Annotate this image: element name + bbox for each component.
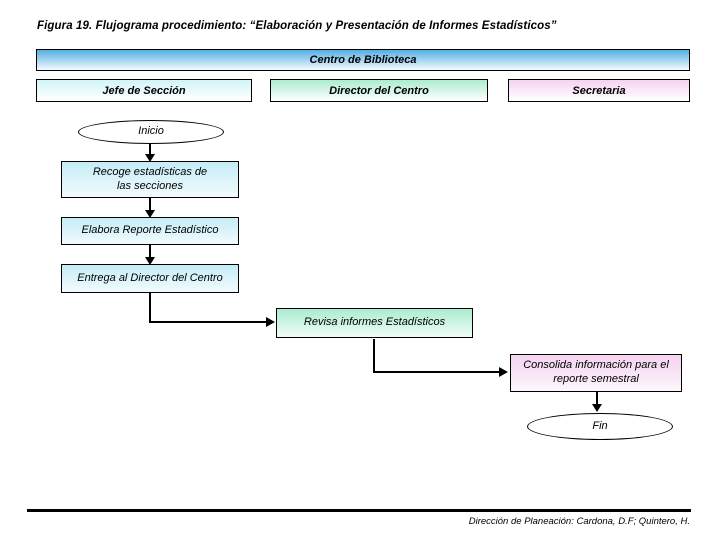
- org-header-bar: Centro de Biblioteca: [36, 49, 690, 71]
- org-header-label: Centro de Biblioteca: [309, 54, 417, 66]
- column-header-director-del-centro: Director del Centro: [270, 79, 488, 102]
- flow-node-label: Elabora Reporte Estadístico: [81, 224, 219, 237]
- column-header-secretaria: Secretaria: [508, 79, 690, 102]
- column-header-label: Secretaria: [572, 84, 626, 97]
- footer-credit: Dirección de Planeación: Cardona, D.F; Q…: [468, 516, 690, 527]
- flow-node-label: Consolida información para el reporte se…: [523, 359, 669, 385]
- column-header-label: Jefe de Sección: [102, 84, 186, 97]
- flow-node-entrega-director: Entrega al Director del Centro: [61, 264, 239, 293]
- flow-node-label: Fin: [592, 419, 608, 432]
- flow-node-label: Recoge estadísticas de las secciones: [92, 165, 208, 192]
- column-header-jefe-de-seccion: Jefe de Sección: [36, 79, 252, 102]
- flow-node-start: Inicio: [78, 120, 224, 144]
- column-header-label: Director del Centro: [329, 84, 429, 97]
- flow-node-label: Revisa informes Estadísticos: [303, 316, 446, 329]
- flow-node-consolida-informacion: Consolida información para el reporte se…: [510, 354, 682, 392]
- flow-node-elabora-reporte: Elabora Reporte Estadístico: [61, 217, 239, 245]
- footer-divider: [27, 509, 691, 512]
- flow-node-revisa-informes: Revisa informes Estadísticos: [276, 308, 473, 338]
- flow-node-end: Fin: [527, 413, 673, 440]
- flow-node-label: Entrega al Director del Centro: [77, 271, 223, 284]
- flow-node-recoge-estadisticas: Recoge estadísticas de las secciones: [61, 161, 239, 198]
- flow-node-label: Inicio: [138, 125, 164, 138]
- figure-title: Figura 19. Flujograma procedimiento: “El…: [37, 20, 557, 32]
